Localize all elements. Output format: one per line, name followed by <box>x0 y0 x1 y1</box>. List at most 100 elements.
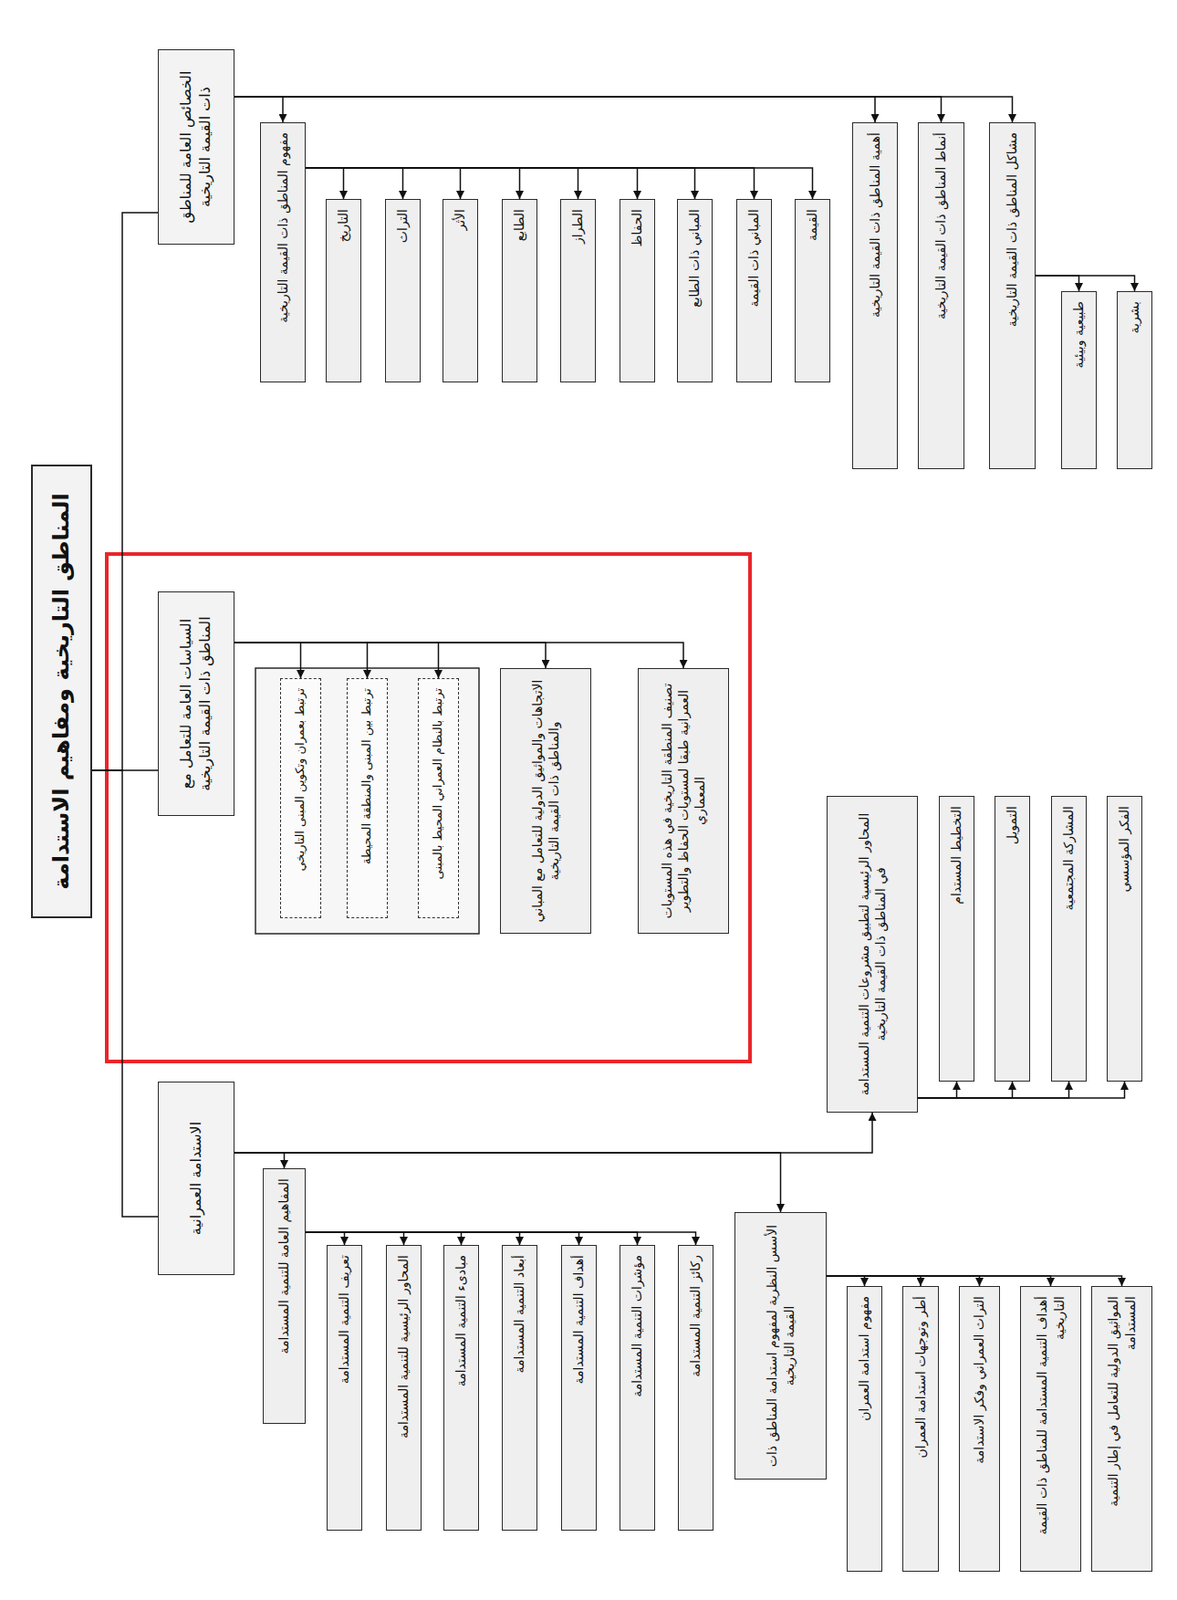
process-box: الأسس النظرية لمفهوم استدامة المناطق ذات… <box>734 1211 827 1480</box>
process-box: ركائز التنمية المستدامة <box>677 1244 714 1531</box>
box-label: المناطق التاريخية ومفاهيم الاستدامة <box>47 492 76 889</box>
box-label: المحاور الرئيسية لتطبيق مشروعات التنمية … <box>855 805 889 1103</box>
process-box: السياسات العامة للتعامل مع المناطق ذات ا… <box>157 591 235 816</box>
connector <box>1035 275 1080 292</box>
connector <box>305 167 579 199</box>
box-label: التاريخ <box>334 208 352 242</box>
connector <box>92 770 158 1217</box>
box-label: الأسس النظرية لمفهوم استدامة المناطق ذات… <box>763 1221 797 1469</box>
process-box: مشاكل المناطق ذات القيمة التاريخية <box>989 122 1036 469</box>
box-label: تعريف التنمية المستدامة <box>335 1254 353 1384</box>
box-label: التخطيط المستدام <box>947 805 965 905</box>
process-box: تعريف التنمية المستدامة <box>326 1244 363 1531</box>
box-label: السياسات العامة للتعامل مع المناطق ذات ا… <box>177 601 216 806</box>
process-box: مبادىء التنمية المستدامة <box>443 1244 480 1531</box>
box-label: ترتبط بعمران وتكوين المبنى التاريخي <box>292 687 309 872</box>
connector <box>234 642 302 678</box>
process-box: القيمة <box>794 198 831 383</box>
connector <box>305 167 521 199</box>
box-label: الأثر <box>451 208 469 231</box>
process-box: المحاور الرئيسية للتنمية المستدامة <box>385 1244 422 1531</box>
box-label: التراث العمراني وفكر الاستدامة <box>970 1295 988 1464</box>
highlight-frame <box>106 553 750 1062</box>
process-box: الطابع <box>501 198 538 383</box>
connector <box>305 167 755 199</box>
box-label: المباني ذات القيمة <box>745 208 762 308</box>
connector <box>826 1275 980 1286</box>
box-label: القيمة <box>803 208 821 241</box>
connector <box>305 167 696 199</box>
box-label: أنماط المناطق ذات القيمة التاريخية <box>932 132 949 320</box>
box-label: ترتبط بالنظام العمراني المحيط بالمبنى <box>430 687 447 879</box>
connector <box>305 1231 521 1245</box>
process-box: التاريخ <box>325 198 362 383</box>
connector <box>234 1152 285 1168</box>
box-label: المشاركة المجتمعية <box>1060 805 1077 910</box>
connector <box>917 1081 958 1098</box>
connector <box>234 642 439 678</box>
box-label: المباني ذات الطابع <box>686 208 703 308</box>
box-label: بشرية <box>1125 301 1143 334</box>
connector <box>234 96 942 123</box>
box-label: التراث <box>394 208 411 243</box>
process-box: التخطيط المستدام <box>938 795 975 1082</box>
process-box: المباني ذات القيمة <box>736 198 772 383</box>
process-box: أهداف التنمية المستدامة للمناطق ذات القي… <box>1020 1285 1082 1572</box>
process-box: المشاركة المجتمعية <box>1051 795 1087 1082</box>
box-label: ركائز التنمية المستدامة <box>687 1254 704 1377</box>
connector <box>234 96 1013 123</box>
connector <box>305 1231 462 1245</box>
box-label: الطراز <box>569 208 586 244</box>
box-label: تصنيف المنطقة التاريخية في هذه المستويات… <box>658 677 709 924</box>
box-label: ترتبط بين المبنى والمنطقة المحيطة <box>359 687 375 865</box>
process-box: الاتجاهات والمواثيق الدولية للتعامل مع ا… <box>499 667 592 934</box>
box-label: طبيعية وبيئية <box>1070 301 1087 368</box>
box-label: المفاهيم العامة للتنمية المستدامة <box>275 1177 292 1354</box>
box-label: الاتجاهات والمواثيق الدولية للتعامل مع ا… <box>529 677 563 924</box>
connector <box>305 1231 697 1245</box>
connector <box>305 167 813 199</box>
connector <box>234 1112 873 1153</box>
box-label: الفكر المؤسسي <box>1115 805 1133 893</box>
process-box: مفهوم المناطق ذات القيمة التاريخية <box>260 122 306 383</box>
process-box: الاستدامة العمرانية <box>157 1081 235 1275</box>
connector <box>234 96 875 123</box>
process-box: مفهوم استدامة العمران <box>846 1285 883 1572</box>
process-box: أطر وتوجهات استدامة العمران <box>902 1285 939 1572</box>
dashed-box: ترتبط بالنظام العمراني المحيط بالمبنى <box>417 677 459 918</box>
connector <box>826 1275 1123 1286</box>
process-box: بشرية <box>1116 291 1153 469</box>
connector <box>305 167 638 199</box>
connector <box>917 1081 1070 1098</box>
box-label: أبعاد التنمية المستدامة <box>510 1254 528 1374</box>
box-label: مشاكل المناطق ذات القيمة التاريخية <box>1003 132 1021 327</box>
connector <box>234 642 368 678</box>
process-box: أبعاد التنمية المستدامة <box>501 1244 538 1531</box>
process-box: التمويل <box>994 795 1031 1082</box>
connector <box>234 642 546 668</box>
process-box: المواثيق الدولية للتعامل في إطار التنمية… <box>1091 1285 1153 1572</box>
connector <box>1035 275 1136 292</box>
connector <box>305 1231 345 1245</box>
process-box: أهمية المناطق ذات القيمة التاريخية <box>852 122 898 469</box>
connector <box>305 167 404 199</box>
process-box: المفاهيم العامة للتنمية المستدامة <box>262 1167 306 1424</box>
process-box: طبيعية وبيئية <box>1061 291 1097 469</box>
connector <box>234 1152 782 1212</box>
box-label: المحاور الرئيسية للتنمية المستدامة <box>395 1254 412 1438</box>
process-box: التراث <box>385 198 421 383</box>
connector <box>305 167 461 199</box>
box-label: المواثيق الدولية للتعامل في إطار التنمية… <box>1104 1295 1138 1562</box>
box-label: أطر وتوجهات استدامة العمران <box>912 1295 929 1459</box>
connector <box>305 1231 580 1245</box>
connector <box>305 1231 405 1245</box>
process-box: الأثر <box>442 198 479 383</box>
box-label: الحفاظ <box>628 208 646 248</box>
box-label: مبادىء التنمية المستدامة <box>452 1254 469 1386</box>
box-label: مؤشرات التنمية المستدامة <box>628 1254 646 1397</box>
process-box: أهداف التنمية المستدامة <box>561 1244 597 1531</box>
box-label: مفهوم المناطق ذات القيمة التاريخية <box>274 132 292 323</box>
box-label: الخصائص العامة للمناطق ذات القيمة التاري… <box>177 59 216 235</box>
process-box: الطراز <box>560 198 596 383</box>
